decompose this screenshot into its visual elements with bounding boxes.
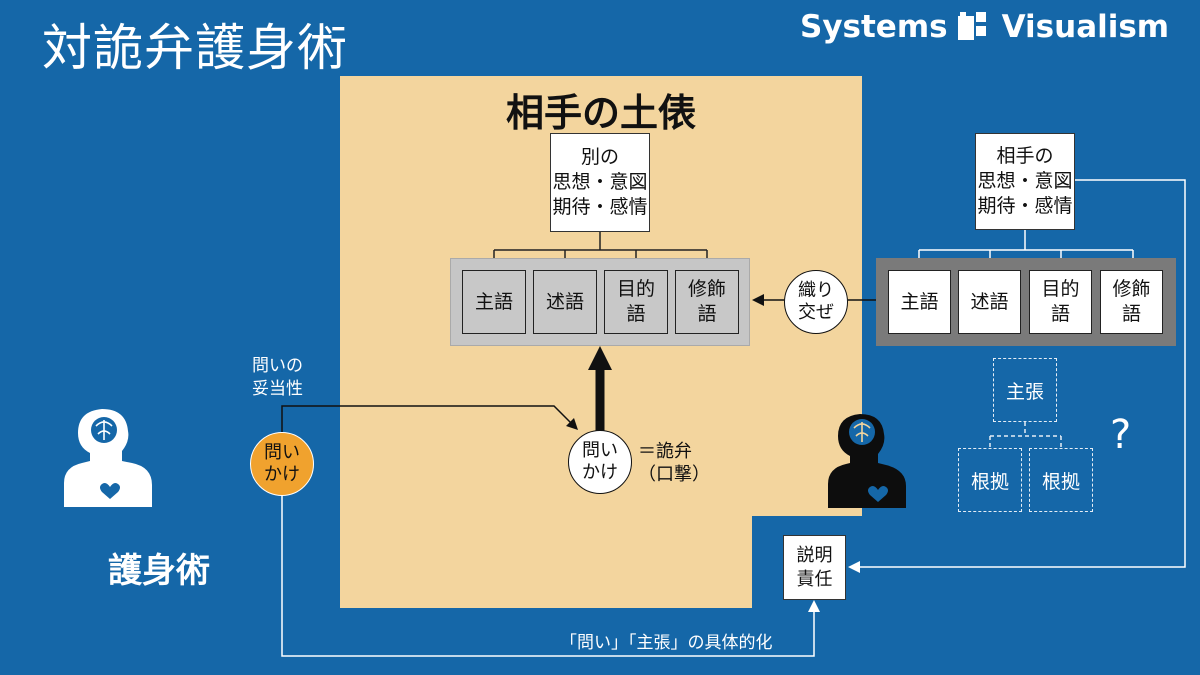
weave-line-1: 織り — [798, 279, 834, 301]
validity-label: 問いの 妥当性 — [252, 355, 303, 401]
claim-box: 主張 — [993, 358, 1057, 422]
validity-line-1: 問いの — [252, 356, 303, 376]
evidence-box-1: 根拠 — [958, 448, 1022, 512]
question-mark: ? — [1110, 412, 1132, 458]
slide-title: 対詭弁護身術 — [42, 19, 348, 77]
opponent-cell-object: 目的 語 — [1029, 270, 1092, 334]
sophistry-line-1: ＝詭弁 — [638, 441, 692, 462]
systems-logo-icon — [957, 12, 986, 40]
question-arena-line-1: 問い — [582, 439, 618, 461]
opponent-thought-line-3: 期待・感情 — [977, 194, 1073, 217]
brand-right: Visualism — [1001, 9, 1170, 45]
arena-title: 相手の土俵 — [505, 91, 696, 135]
self-person-icon — [64, 409, 152, 507]
opponent-person-icon — [828, 414, 906, 508]
evidence-box-2: 根拠 — [1029, 448, 1093, 512]
accountability-box: 説明 責任 — [783, 535, 846, 600]
question-self-line-2: かけ — [264, 464, 300, 485]
sophistry-line-2: （口撃） — [638, 464, 710, 486]
arena-cell-object: 目的 語 — [604, 270, 668, 334]
arena-thought-box: 別の 思想・意図 期待・感情 — [550, 133, 650, 232]
validity-line-2: 妥当性 — [252, 378, 303, 399]
arena-cell-subject: 主語 — [462, 270, 526, 334]
opponent-cell-modifier: 修飾 語 — [1100, 270, 1163, 334]
arena-cell-predicate: 述語 — [533, 270, 597, 334]
sophistry-label: ＝詭弁 （口撃） — [638, 440, 710, 487]
weave-circle: 織り 交ぜ — [784, 270, 848, 334]
arena-thought-line-3: 期待・感情 — [552, 195, 648, 218]
opponent-thought-line-2: 思想・意図 — [977, 170, 1073, 193]
opponent-thought-box: 相手の 思想・意図 期待・感情 — [975, 133, 1075, 230]
concretize-label: 「問い」「主張」の具体的化 — [560, 633, 773, 653]
arena-thought-line-2: 思想・意図 — [552, 171, 648, 194]
question-circle-arena: 問い かけ — [568, 430, 632, 494]
question-arena-line-2: かけ — [582, 462, 618, 483]
opponent-cell-subject: 主語 — [888, 270, 951, 334]
question-circle-self: 問い かけ — [250, 432, 314, 496]
arena-thought-line-1: 別の — [580, 146, 619, 169]
opponent-thought-line-1: 相手の — [996, 145, 1054, 168]
opponent-cell-predicate: 述語 — [958, 270, 1021, 334]
brand-left: Systems — [800, 9, 948, 45]
brand-logo: Systems Visualism — [800, 6, 1195, 48]
accountability-line-1: 説明 — [796, 545, 833, 567]
weave-line-2: 交ぜ — [798, 302, 834, 323]
accountability-line-2: 責任 — [796, 568, 833, 590]
arena-cell-modifier: 修飾 語 — [675, 270, 739, 334]
self-defense-label: 護身術 — [108, 551, 210, 591]
question-self-line-1: 問い — [264, 441, 300, 463]
